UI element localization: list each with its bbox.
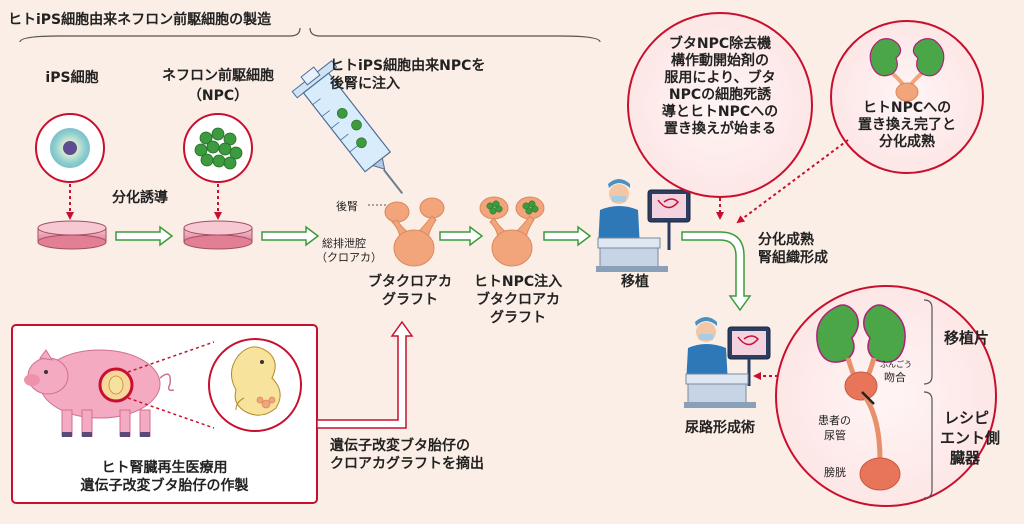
speech-bubble-replacement-start — [627, 12, 813, 198]
label-extract-line1: 遺伝子改変ブタ胎仔の — [330, 438, 470, 454]
label-pig-graft-line1: ブタクロアカ — [368, 274, 452, 290]
label-maturation-line1: 分化成熟 — [758, 232, 814, 248]
bubble1-line: 構作動開始剤の — [671, 53, 769, 69]
label-patient-ureter-line2: 尿管 — [824, 429, 846, 442]
label-ips-cell: iPS細胞 — [45, 70, 99, 86]
label-patient-ureter-line1: 患者の — [818, 414, 851, 427]
bubble1-line: 置き換えが始まる — [664, 121, 776, 137]
bubble1-line: 服用により、ブタ — [664, 70, 776, 86]
syringe — [291, 60, 404, 194]
page-title: ヒトiPS細胞由来ネフロン前駆細胞の製造 — [8, 12, 272, 28]
label-npc-graft-line1: ヒトNPC注入 — [473, 274, 563, 290]
bubble2-line: ヒトNPCへの — [862, 100, 952, 116]
label-npc-line1: ネフロン前駆細胞 — [162, 68, 274, 84]
label-pig-graft-line2: グラフト — [382, 292, 438, 308]
bubble1-text: ブタNPC除去機 構作動開始剤の 服用により、ブタ NPCの細胞死誘 導とヒトN… — [640, 36, 800, 138]
label-maturation-line2: 腎組織形成 — [758, 250, 828, 266]
npc-cluster-circle — [183, 113, 253, 183]
label-cloaca-line1: 総排泄腔 — [322, 237, 366, 250]
label-pig-box-line1: ヒト腎臓再生医療用 — [101, 460, 228, 476]
surgeon-urinary-surgery — [684, 317, 771, 408]
label-graft-piece: 移植片 — [944, 329, 990, 347]
pig-illustration — [24, 349, 175, 437]
label-bladder: 膀胱 — [824, 466, 846, 479]
petri-dish-ips — [37, 220, 107, 250]
petri-dish-npc — [183, 220, 253, 250]
label-npc-line2: （NPC） — [187, 88, 249, 104]
label-differentiation: 分化誘導 — [112, 190, 168, 206]
label-pig-box-line2: 遺伝子改変ブタ胎仔の作製 — [80, 478, 249, 494]
label-npc-graft-line2: ブタクロアカ — [476, 292, 560, 308]
label-urinary-formation: 尿路形成術 — [685, 420, 755, 436]
label-npc-graft-line3: グラフト — [490, 310, 546, 326]
title-bracket — [19, 27, 301, 43]
bubble2-line: 分化成熟 — [879, 134, 935, 150]
label-inject-line1: ヒトiPS細胞由来NPCを — [330, 58, 486, 74]
label-transplant: 移植 — [621, 274, 649, 290]
anatomy-illustration — [816, 304, 906, 491]
bubble1-line: ブタNPC除去機 — [668, 36, 772, 52]
bubble1-line: NPCの細胞死誘 — [668, 87, 772, 103]
label-anastomosis-ruby: ふんごう — [880, 360, 912, 369]
label-recipient-line1: レシピ — [944, 409, 990, 427]
fetus-circle — [208, 338, 302, 432]
label-extract-line2: クロアカグラフトを摘出 — [330, 456, 484, 472]
bubble1-line: 導とヒトNPCへの — [661, 104, 779, 120]
label-recipient-line3: 臓器 — [950, 449, 981, 467]
bubble2-text: ヒトNPCへの 置き換え完了と 分化成熟 — [847, 100, 967, 151]
green-flow-arrows — [115, 225, 752, 312]
pig-cloaca-graft — [384, 197, 445, 267]
surgeon-transplant — [596, 179, 691, 272]
kidney-illustration-small — [869, 38, 945, 102]
extract-arrow — [316, 320, 414, 429]
bubble2-line: 置き換え完了と — [858, 117, 956, 133]
label-cloaca-line2: （クロアカ） — [316, 251, 382, 264]
label-inject-line2: 後腎に注入 — [330, 76, 400, 92]
npc-injected-graft — [479, 196, 545, 267]
label-anastomosis: 吻合 — [884, 371, 906, 384]
label-recipient-line2: エント側 — [940, 429, 1001, 447]
label-metanephros: 後腎 — [336, 200, 358, 213]
ips-cell-circle — [35, 113, 105, 183]
